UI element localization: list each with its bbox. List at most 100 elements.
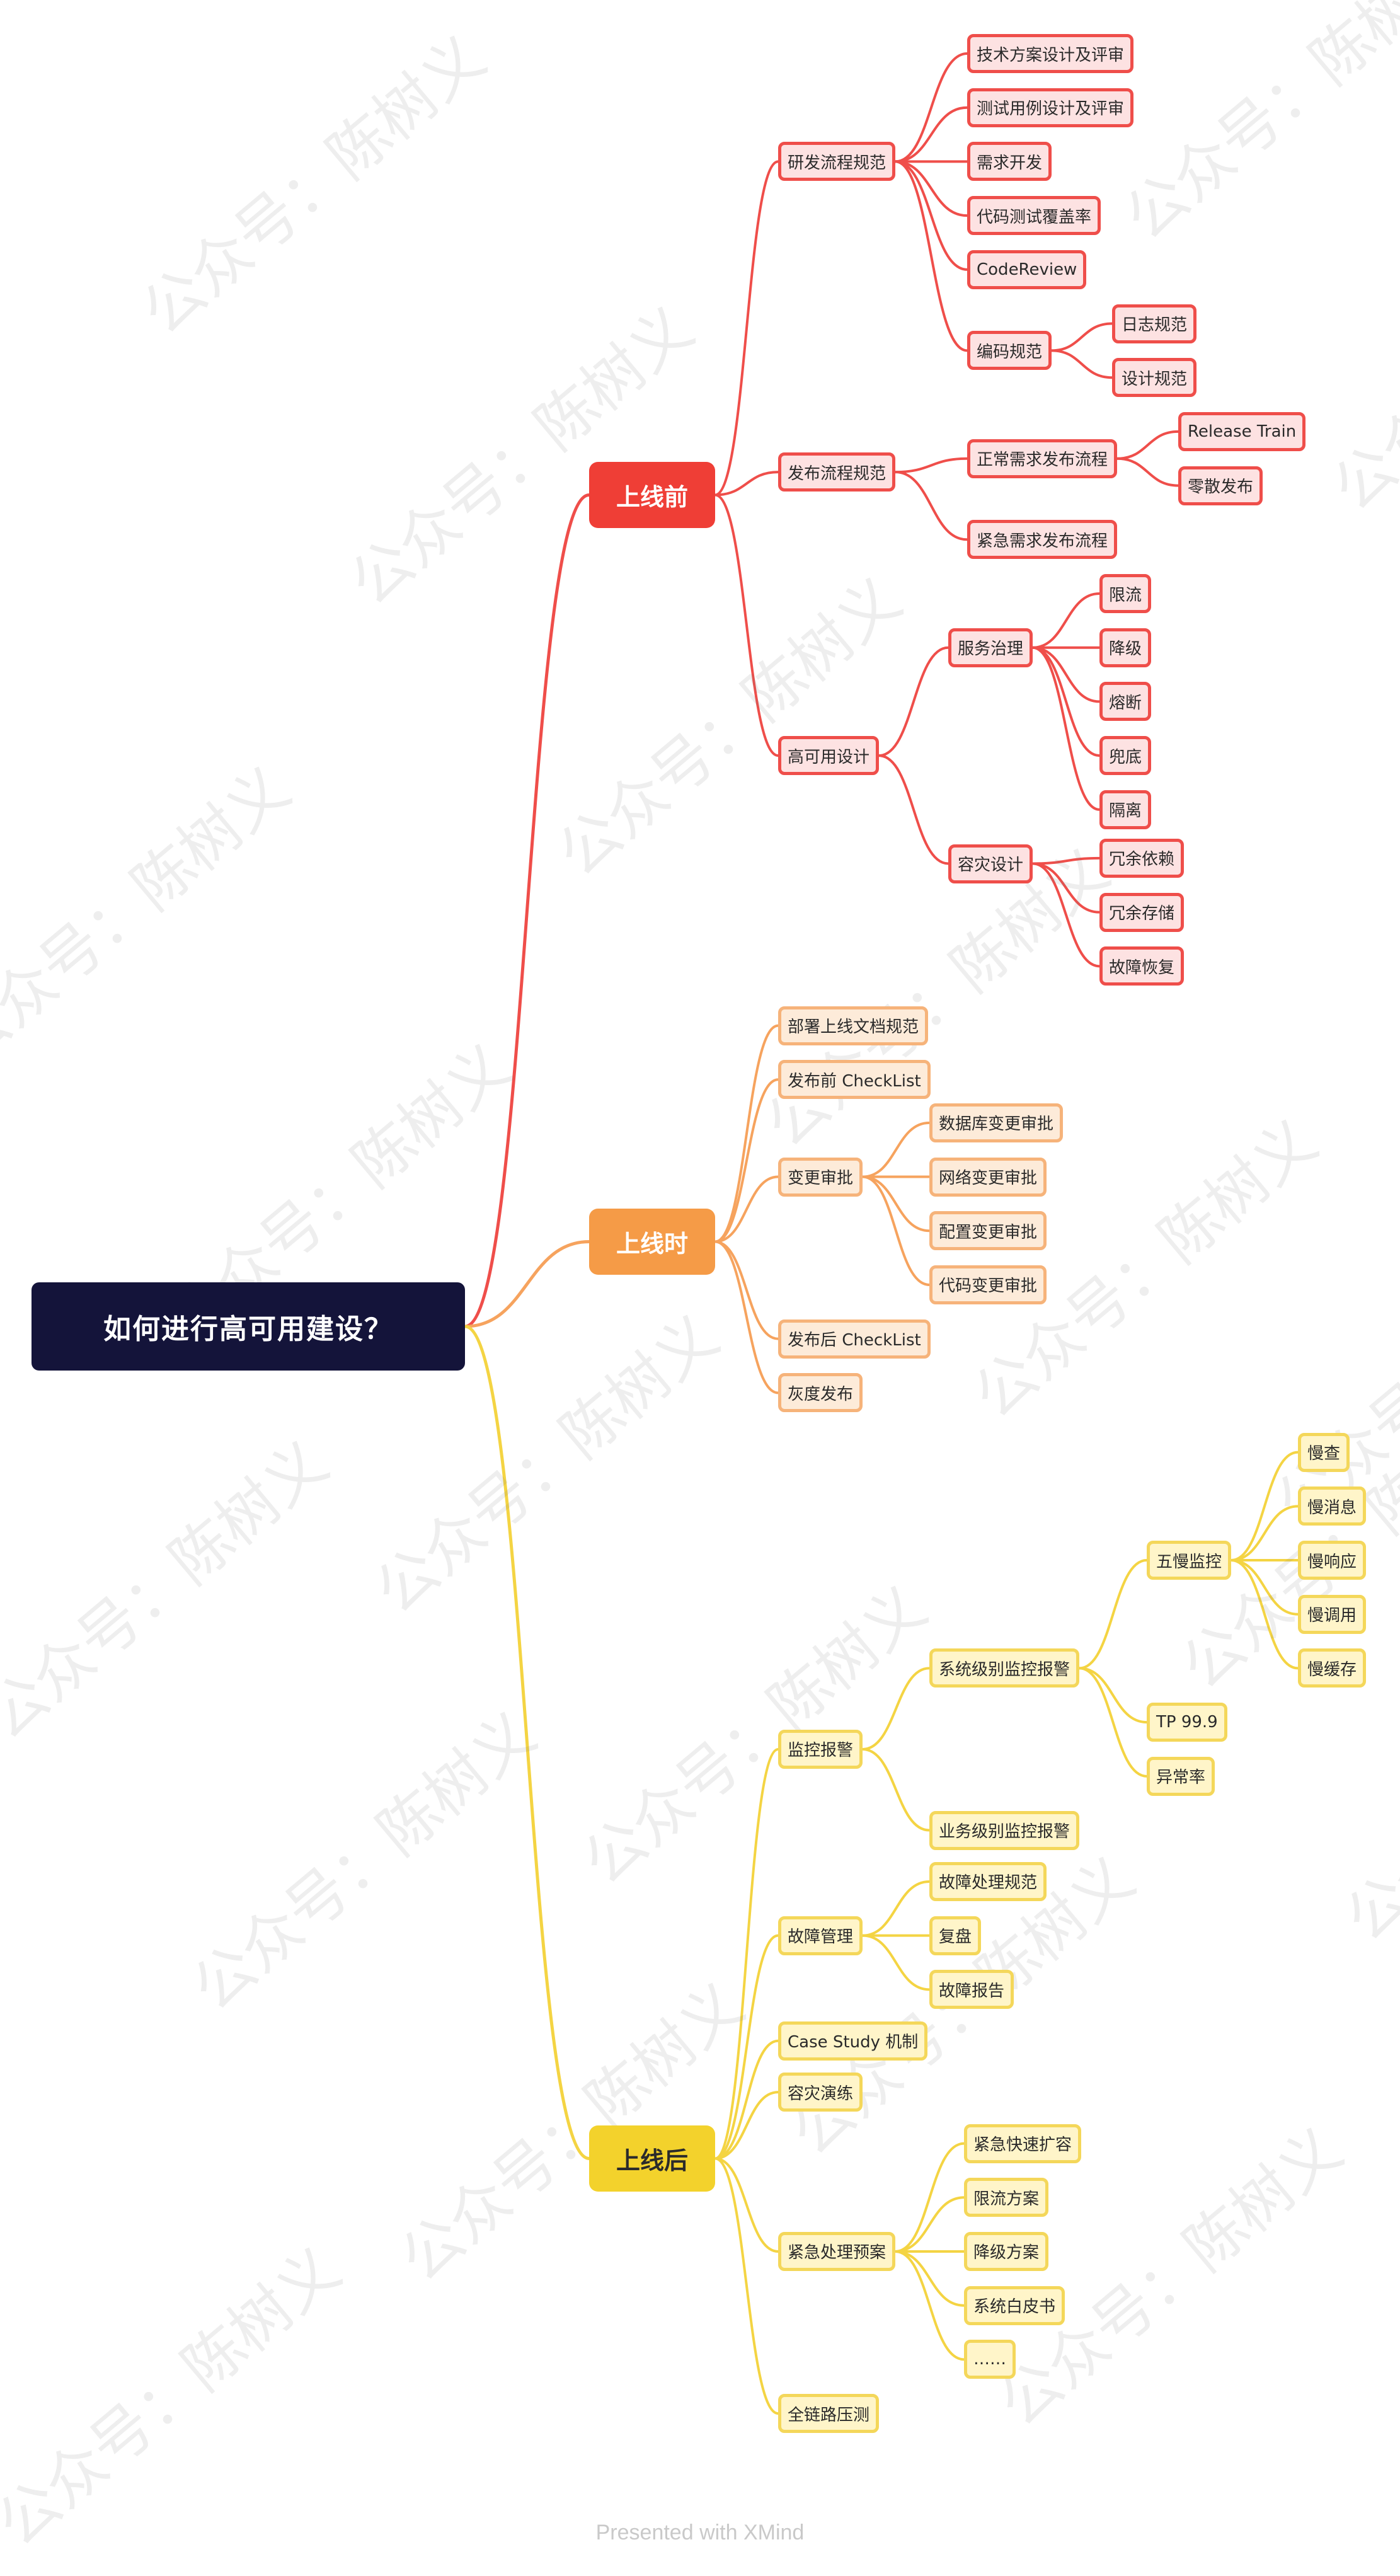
subtopic[interactable]: 全链路压测 [778, 2394, 880, 2434]
subtopic[interactable]: 发布前 CheckList [778, 1060, 931, 1100]
connector-line [714, 1024, 779, 1243]
subtopic[interactable]: 紧急快速扩容 [964, 2124, 1082, 2163]
subtopic[interactable]: 异常率 [1147, 1756, 1215, 1796]
subtopic[interactable]: 故障管理 [778, 1916, 863, 1955]
subtopic[interactable]: 系统白皮书 [964, 2286, 1065, 2325]
connector-line [894, 160, 968, 217]
subtopic[interactable]: 紧急处理预案 [778, 2231, 896, 2271]
subtopic[interactable]: 编码规范 [967, 331, 1052, 371]
connector-line [714, 493, 779, 757]
subtopic[interactable]: 发布流程规范 [778, 452, 896, 492]
connector-line [894, 106, 968, 163]
connector-line [714, 471, 779, 497]
subtopic[interactable]: …… [964, 2340, 1016, 2379]
connector-line [1031, 646, 1101, 811]
subtopic[interactable]: 冗余存储 [1099, 892, 1185, 932]
connector-line [894, 471, 968, 541]
subtopic[interactable]: 服务治理 [948, 628, 1033, 667]
subtopic[interactable]: 发布后 CheckList [778, 1319, 931, 1359]
subtopic[interactable]: 测试用例设计及评审 [967, 88, 1134, 127]
subtopic[interactable]: 故障处理规范 [929, 1861, 1047, 1901]
subtopic[interactable]: 慢响应 [1298, 1541, 1367, 1580]
connector-line [714, 1747, 779, 2160]
connector-line [714, 1240, 779, 1340]
subtopic[interactable]: 冗余依赖 [1099, 838, 1185, 878]
subtopic[interactable]: 复盘 [929, 1916, 982, 1955]
connector-line [1230, 1559, 1299, 1670]
connector-line [894, 457, 968, 474]
connector-line [463, 1240, 591, 1328]
subtopic[interactable]: Case Study 机制 [778, 2021, 928, 2061]
subtopic[interactable]: 需求开发 [967, 142, 1052, 181]
subtopic[interactable]: 系统级别监控报警 [929, 1648, 1080, 1688]
subtopic[interactable]: 高可用设计 [778, 736, 880, 776]
subtopic[interactable]: 紧急需求发布流程 [967, 520, 1118, 560]
subtopic[interactable]: 故障报告 [929, 1970, 1014, 2010]
connector-line [714, 1934, 779, 2160]
subtopic[interactable]: 兜底 [1099, 736, 1152, 776]
subtopic[interactable]: 慢查 [1298, 1432, 1350, 1472]
connector-line [894, 2250, 965, 2307]
connector-line [1116, 457, 1179, 487]
subtopic[interactable]: 限流方案 [964, 2178, 1049, 2217]
subtopic[interactable]: 监控报警 [778, 1729, 863, 1769]
subtopic[interactable]: 五慢监控 [1147, 1541, 1232, 1580]
footer-credit: Presented with XMind [595, 2521, 805, 2544]
connector-line [1230, 1451, 1299, 1562]
subtopic[interactable]: 隔离 [1099, 790, 1152, 829]
connector-line [861, 1747, 931, 1832]
connector-line [714, 1078, 779, 1243]
subtopic[interactable]: 研发流程规范 [778, 142, 896, 181]
main-topic[interactable]: 上线后 [589, 2125, 715, 2192]
connector-line [1050, 322, 1113, 352]
connector-line [1031, 646, 1101, 703]
main-topic[interactable]: 上线时 [589, 1209, 715, 1275]
subtopic[interactable]: 配置变更审批 [929, 1211, 1047, 1251]
subtopic[interactable]: 代码变更审批 [929, 1265, 1047, 1304]
subtopic[interactable]: CodeReview [967, 250, 1087, 289]
subtopic[interactable]: 灰度发布 [778, 1373, 863, 1413]
subtopic[interactable]: 变更审批 [778, 1157, 863, 1197]
subtopic[interactable]: 网络变更审批 [929, 1157, 1047, 1197]
subtopic[interactable]: 容灾设计 [948, 844, 1033, 883]
subtopic[interactable]: 业务级别监控报警 [929, 1810, 1080, 1850]
subtopic[interactable]: 零散发布 [1178, 466, 1263, 505]
subtopic[interactable]: 熔断 [1099, 682, 1152, 722]
main-topic[interactable]: 上线前 [589, 462, 715, 528]
subtopic[interactable]: 容灾演练 [778, 2073, 863, 2112]
subtopic[interactable]: TP 99.9 [1147, 1703, 1227, 1742]
connector-line [1031, 862, 1101, 968]
connector-line [1116, 430, 1179, 460]
connector-line [714, 1175, 779, 1243]
subtopic[interactable]: 慢消息 [1298, 1486, 1367, 1526]
subtopic[interactable]: 日志规范 [1112, 304, 1197, 343]
subtopic[interactable]: 故障恢复 [1099, 946, 1185, 986]
connector-line [1031, 592, 1101, 649]
connector-line [894, 2250, 965, 2361]
subtopic[interactable]: Release Train [1178, 411, 1306, 451]
connector-line [1230, 1559, 1299, 1616]
connector-line [894, 2142, 965, 2253]
connector-line [1031, 862, 1101, 914]
subtopic[interactable]: 限流 [1099, 574, 1152, 613]
subtopic[interactable]: 慢缓存 [1298, 1648, 1367, 1688]
subtopic[interactable]: 降级 [1099, 628, 1152, 667]
root-topic[interactable]: 如何进行高可用建设？ [32, 1282, 465, 1371]
subtopic[interactable]: 数据库变更审批 [929, 1103, 1064, 1142]
subtopic[interactable]: 正常需求发布流程 [967, 439, 1118, 478]
connector-line [1230, 1505, 1299, 1562]
subtopic[interactable]: 慢调用 [1298, 1594, 1367, 1634]
connector-line [894, 52, 968, 163]
subtopic[interactable]: 部署上线文档规范 [778, 1006, 929, 1045]
subtopic[interactable]: 设计规范 [1112, 358, 1197, 398]
connector-line [878, 646, 950, 757]
connector-line [1078, 1667, 1148, 1724]
connector-line [894, 160, 968, 271]
subtopic[interactable]: 降级方案 [964, 2231, 1049, 2271]
subtopic[interactable]: 代码测试覆盖率 [967, 196, 1101, 236]
subtopic[interactable]: 技术方案设计及评审 [967, 34, 1134, 73]
connector-line [714, 2039, 779, 2160]
connector-line [463, 1325, 591, 2160]
